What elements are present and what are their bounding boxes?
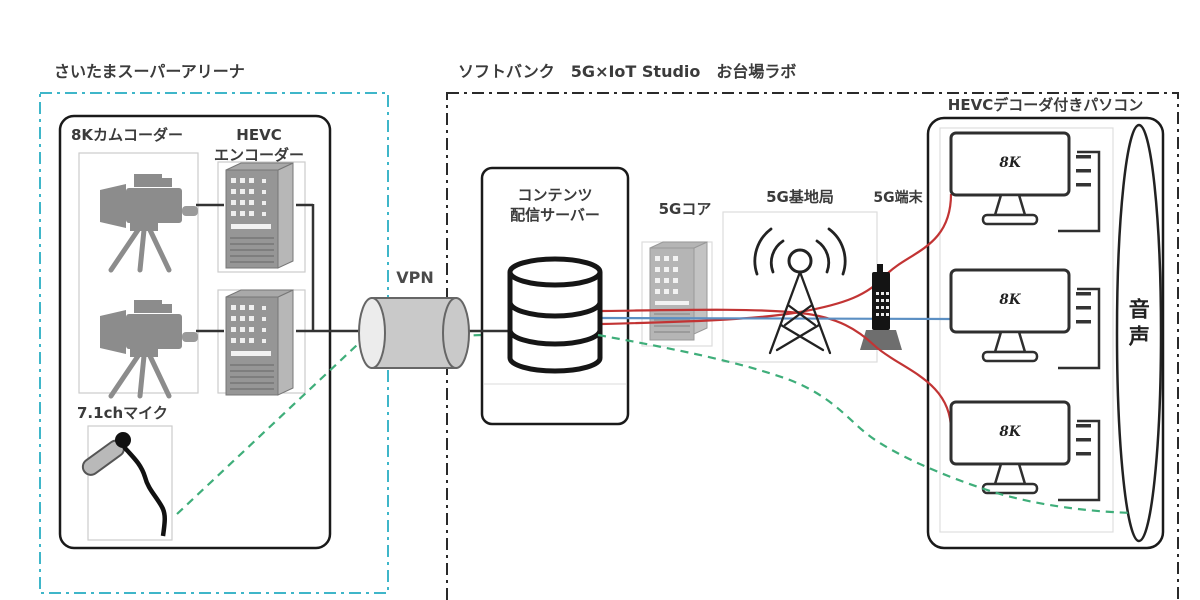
core-label: 5Gコア <box>658 200 712 218</box>
mic-group-box <box>87 425 173 541</box>
vpn-tunnel-icon <box>358 297 470 369</box>
encoder-label-line1: HEVC <box>236 126 282 144</box>
base-station-tower-icon <box>753 227 847 355</box>
video-stream-line-red-1 <box>601 193 953 326</box>
content-database-icon <box>507 256 603 374</box>
content-server-label-line1: コンテンツ <box>517 186 593 204</box>
terminal-label: 5G端末 <box>873 190 923 206</box>
audio-ellipse <box>1115 123 1163 543</box>
content-server-label-line2: 配信サーバー <box>510 206 600 224</box>
monitor-2 <box>949 268 1101 370</box>
camcorder-label: 8Kカムコーダー <box>71 126 184 144</box>
monitor-3-label: 8K <box>999 424 1021 440</box>
5g-core-server-icon <box>649 241 708 341</box>
video-stream-line-blue <box>601 316 952 321</box>
hevc-encoder-icon-2 <box>225 289 294 396</box>
encoder1-box <box>217 161 306 273</box>
lab-region-border <box>446 92 1179 600</box>
audio-stream-line-green-b <box>597 333 1134 515</box>
wired-connections <box>196 203 512 333</box>
audio-label: 音声 <box>1126 298 1151 352</box>
video-stream-line-red-2 <box>601 308 953 431</box>
5g-terminal-base <box>860 330 902 350</box>
lab-title: ソフトバンク 5G×IoT Studio お台場ラボ <box>458 62 797 81</box>
5g-terminal-icon <box>872 264 890 330</box>
monitor-group-box <box>939 127 1114 533</box>
base-station-group-box <box>722 211 878 363</box>
arena-title: さいたまスーパーアリーナ <box>54 62 245 81</box>
hevc-encoder-icon-1 <box>225 162 294 269</box>
mic-icon <box>81 432 167 537</box>
8k-camcorder-icon-2 <box>100 300 198 399</box>
8k-camcorder-icon-1 <box>100 174 198 273</box>
monitor-3 <box>949 400 1101 502</box>
decoder-pc-label: HEVCデコーダ付きパソコン <box>947 96 1144 114</box>
base-station-label: 5G基地局 <box>766 188 834 206</box>
monitor-1 <box>949 131 1101 233</box>
mic-label: 7.1chマイク <box>77 404 168 422</box>
vpn-label: VPN <box>396 268 434 287</box>
monitor-2-label: 8K <box>999 292 1021 308</box>
encoder-label-line2: エンコーダー <box>213 146 304 164</box>
monitor-1-label: 8K <box>999 155 1021 171</box>
